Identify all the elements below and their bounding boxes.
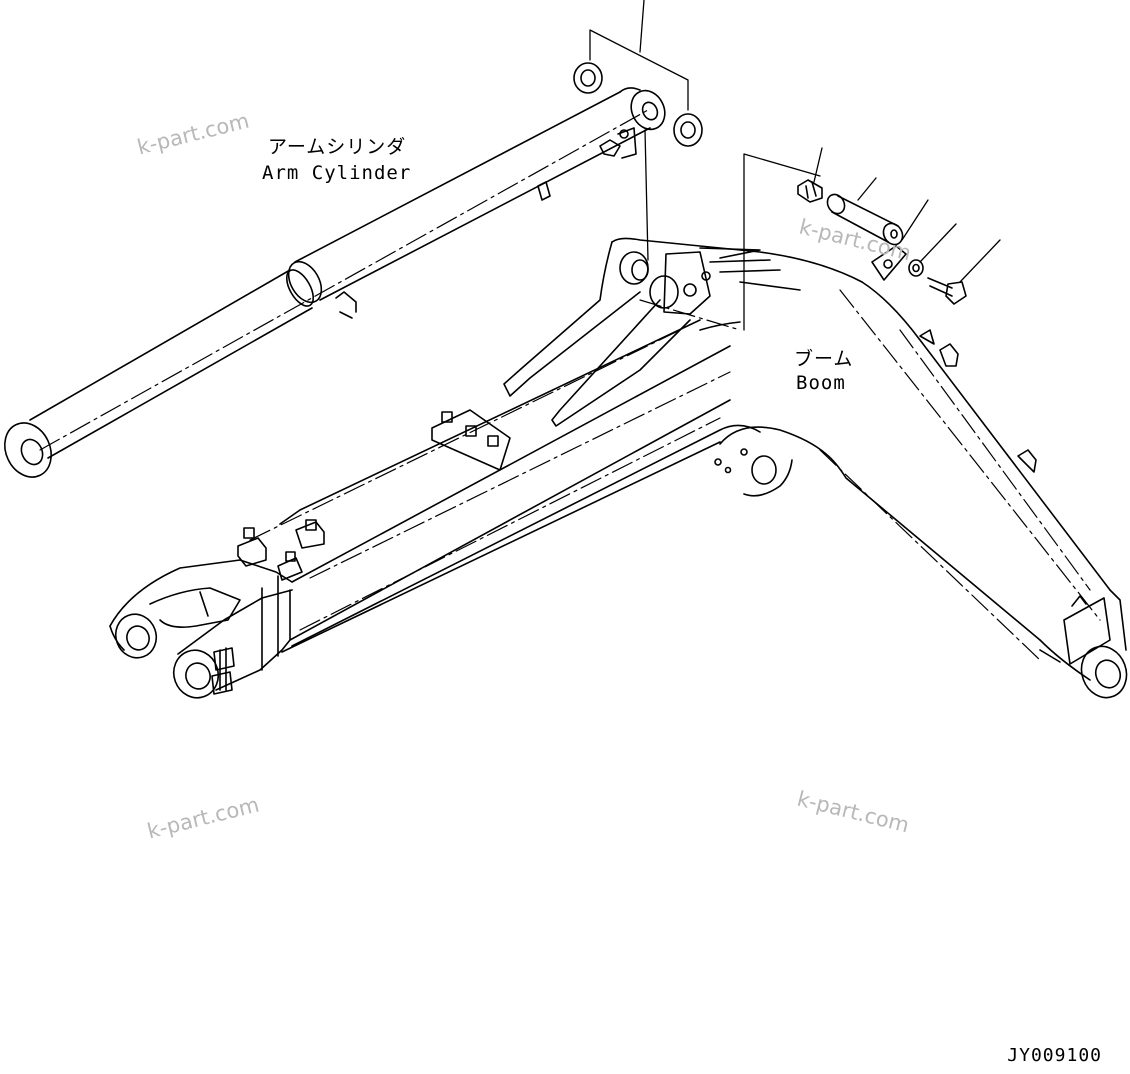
arm-cylinder xyxy=(4,87,666,478)
arm-cylinder-label-jp: アームシリンダ xyxy=(268,136,407,158)
boom-label-jp: ブーム xyxy=(794,348,854,370)
arm-cylinder-label-en: Arm Cylinder xyxy=(262,162,412,184)
boom xyxy=(109,237,1128,699)
drawing-code: JY009100 xyxy=(1007,1045,1102,1066)
cylinder-head-washers xyxy=(573,0,703,261)
pin-hardware xyxy=(743,147,1001,331)
boom-label-en: Boom xyxy=(796,372,846,394)
